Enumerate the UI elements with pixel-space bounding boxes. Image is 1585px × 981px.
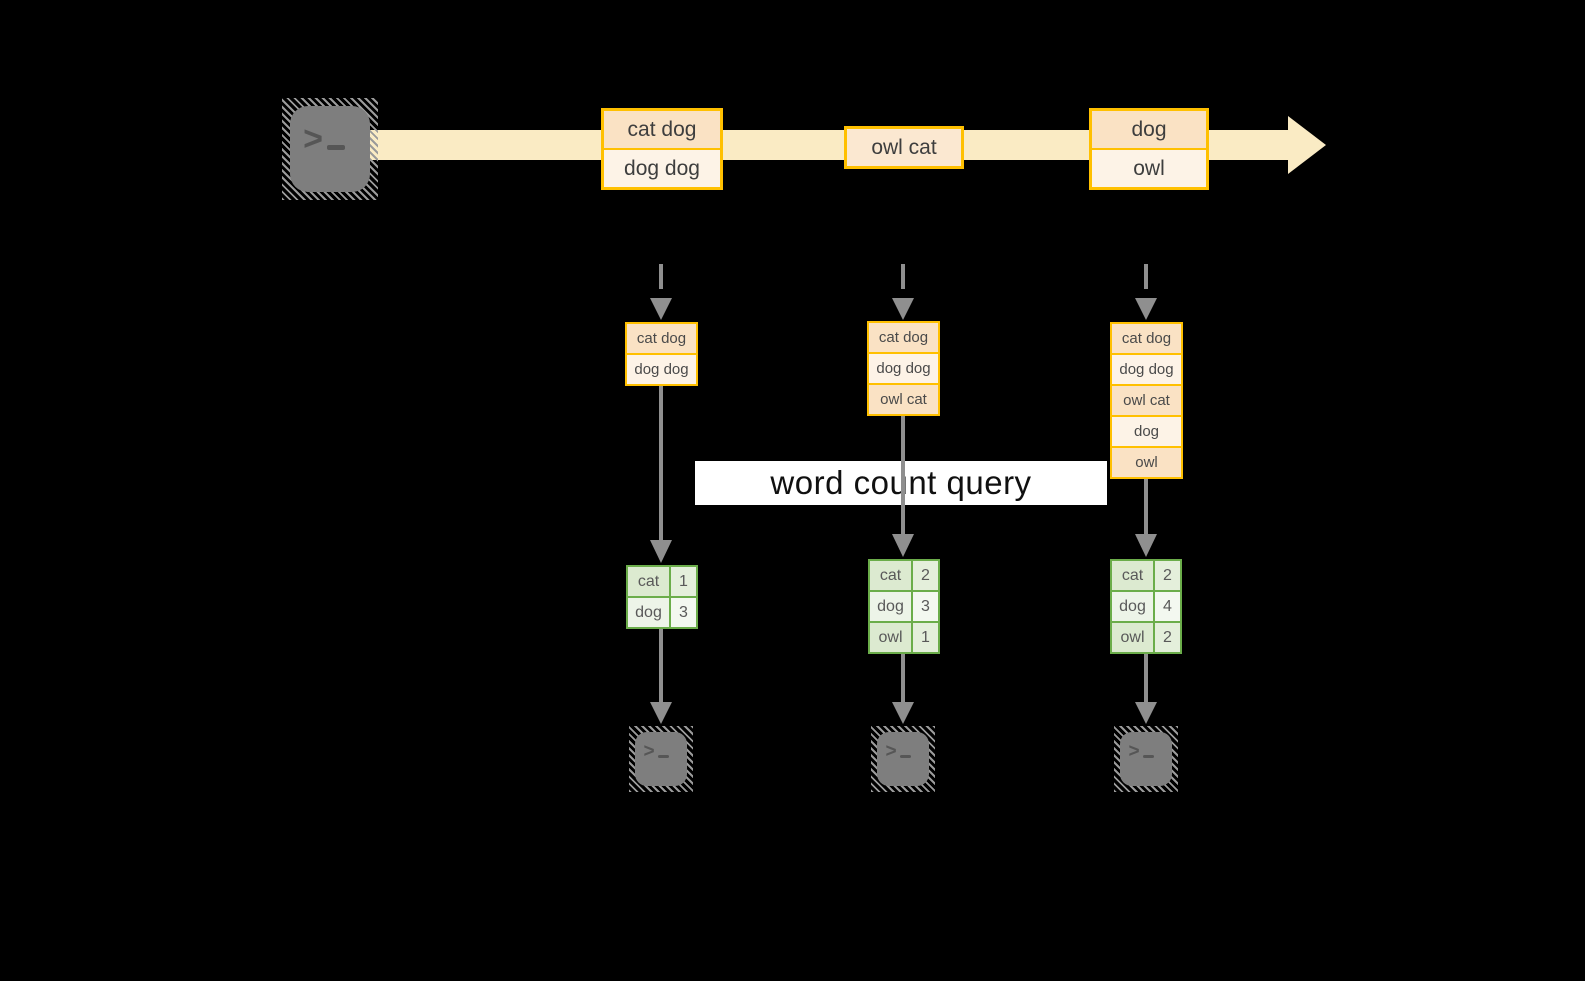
query-arrowhead-icon: [650, 540, 672, 563]
terminal-source-icon: >: [282, 98, 378, 200]
terminal-body: >: [1120, 732, 1172, 786]
buffered-record: owl: [1112, 448, 1181, 477]
prompt-chevron-icon: >: [885, 740, 897, 762]
query-arrowhead-icon: [1135, 534, 1157, 557]
word-cell: cat: [870, 561, 911, 590]
terminal-prompt-glyph: >: [1128, 740, 1154, 762]
buffered-record: owl cat: [869, 385, 938, 414]
prompt-chevron-icon: >: [303, 120, 323, 158]
buffered-record: dog dog: [869, 354, 938, 383]
terminal-prompt-glyph: >: [303, 122, 345, 156]
stream-record: owl: [1092, 150, 1206, 187]
ingest-arrowhead-icon: [1135, 298, 1157, 320]
prompt-underscore-icon: [326, 145, 345, 150]
terminal-sink-icon: >: [871, 726, 935, 792]
stream-record: dog dog: [604, 150, 720, 187]
buffered-record: dog: [1112, 417, 1181, 446]
count-cell: 4: [1155, 592, 1180, 621]
count-cell: 3: [913, 592, 938, 621]
word-cell: dog: [870, 592, 911, 621]
buffered-record: owl cat: [1112, 386, 1181, 415]
prompt-underscore-icon: [657, 754, 669, 758]
stream-record: owl cat: [847, 129, 961, 166]
buffered-record: cat dog: [1112, 324, 1181, 353]
prompt-chevron-icon: >: [1128, 740, 1140, 762]
word-cell: cat: [1112, 561, 1153, 590]
count-cell: 2: [1155, 623, 1180, 652]
buffered-record: dog dog: [1112, 355, 1181, 384]
terminal-body: >: [877, 732, 929, 786]
prompt-underscore-icon: [1142, 754, 1154, 758]
count-cell: 2: [1155, 561, 1180, 590]
emit-arrowhead-icon: [1135, 702, 1157, 724]
ingest-arrowhead-icon: [650, 298, 672, 320]
emit-arrowhead-icon: [650, 702, 672, 724]
buffered-record: cat dog: [627, 324, 696, 353]
terminal-prompt-glyph: >: [885, 740, 911, 762]
prompt-underscore-icon: [899, 754, 911, 758]
stream-batch: owl cat: [844, 126, 964, 169]
emit-arrowhead-icon: [892, 702, 914, 724]
query-arrowhead-icon: [892, 534, 914, 557]
count-cell: 1: [671, 567, 696, 596]
query-label: word count query: [770, 464, 1032, 501]
prompt-chevron-icon: >: [643, 740, 655, 762]
ingest-arrowhead-icon: [892, 298, 914, 320]
stream-record: dog: [1092, 111, 1206, 148]
buffered-record: dog dog: [627, 355, 696, 384]
terminal-body: >: [635, 732, 687, 786]
terminal-sink-icon: >: [629, 726, 693, 792]
terminal-prompt-glyph: >: [643, 740, 669, 762]
stream-arrowhead: [1288, 116, 1326, 174]
count-cell: 2: [913, 561, 938, 590]
count-cell: 3: [671, 598, 696, 627]
terminal-sink-icon: >: [1114, 726, 1178, 792]
word-cell: cat: [628, 567, 669, 596]
buffered-record: cat dog: [869, 323, 938, 352]
count-cell: 1: [913, 623, 938, 652]
word-cell: dog: [1112, 592, 1153, 621]
terminal-body: >: [290, 106, 370, 192]
word-cell: owl: [1112, 623, 1153, 652]
word-cell: owl: [870, 623, 911, 652]
stream-record: cat dog: [604, 111, 720, 148]
word-cell: dog: [628, 598, 669, 627]
